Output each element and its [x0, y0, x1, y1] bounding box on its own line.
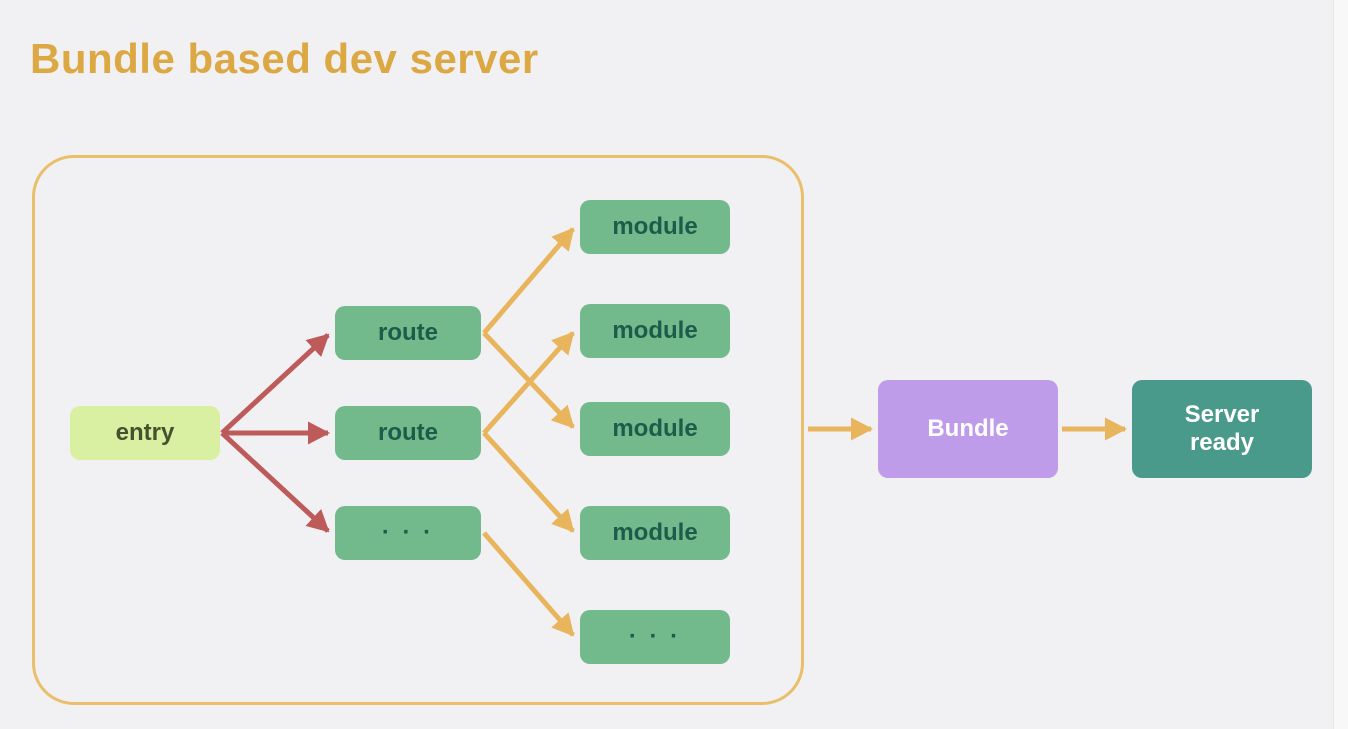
server-ready-node: Server ready [1132, 380, 1312, 478]
module-node-4: module [580, 506, 730, 560]
server-ready-line-1: Server [1184, 401, 1260, 429]
module-node-3: module [580, 402, 730, 456]
entry-node: entry [70, 406, 220, 460]
route-node-2: route [335, 406, 481, 460]
bundle-node: Bundle [878, 380, 1058, 478]
module-node-2: module [580, 304, 730, 358]
page-title: Bundle based dev server [30, 35, 539, 82]
route-node-1: route [335, 306, 481, 360]
dev-server-boundary-frame [32, 155, 804, 705]
module-node-ellipsis: · · · [580, 610, 730, 664]
module-node-1: module [580, 200, 730, 254]
server-ready-line-2: ready [1189, 429, 1255, 456]
route-node-ellipsis: · · · [335, 506, 481, 560]
scrollbar-track[interactable] [1333, 0, 1348, 729]
